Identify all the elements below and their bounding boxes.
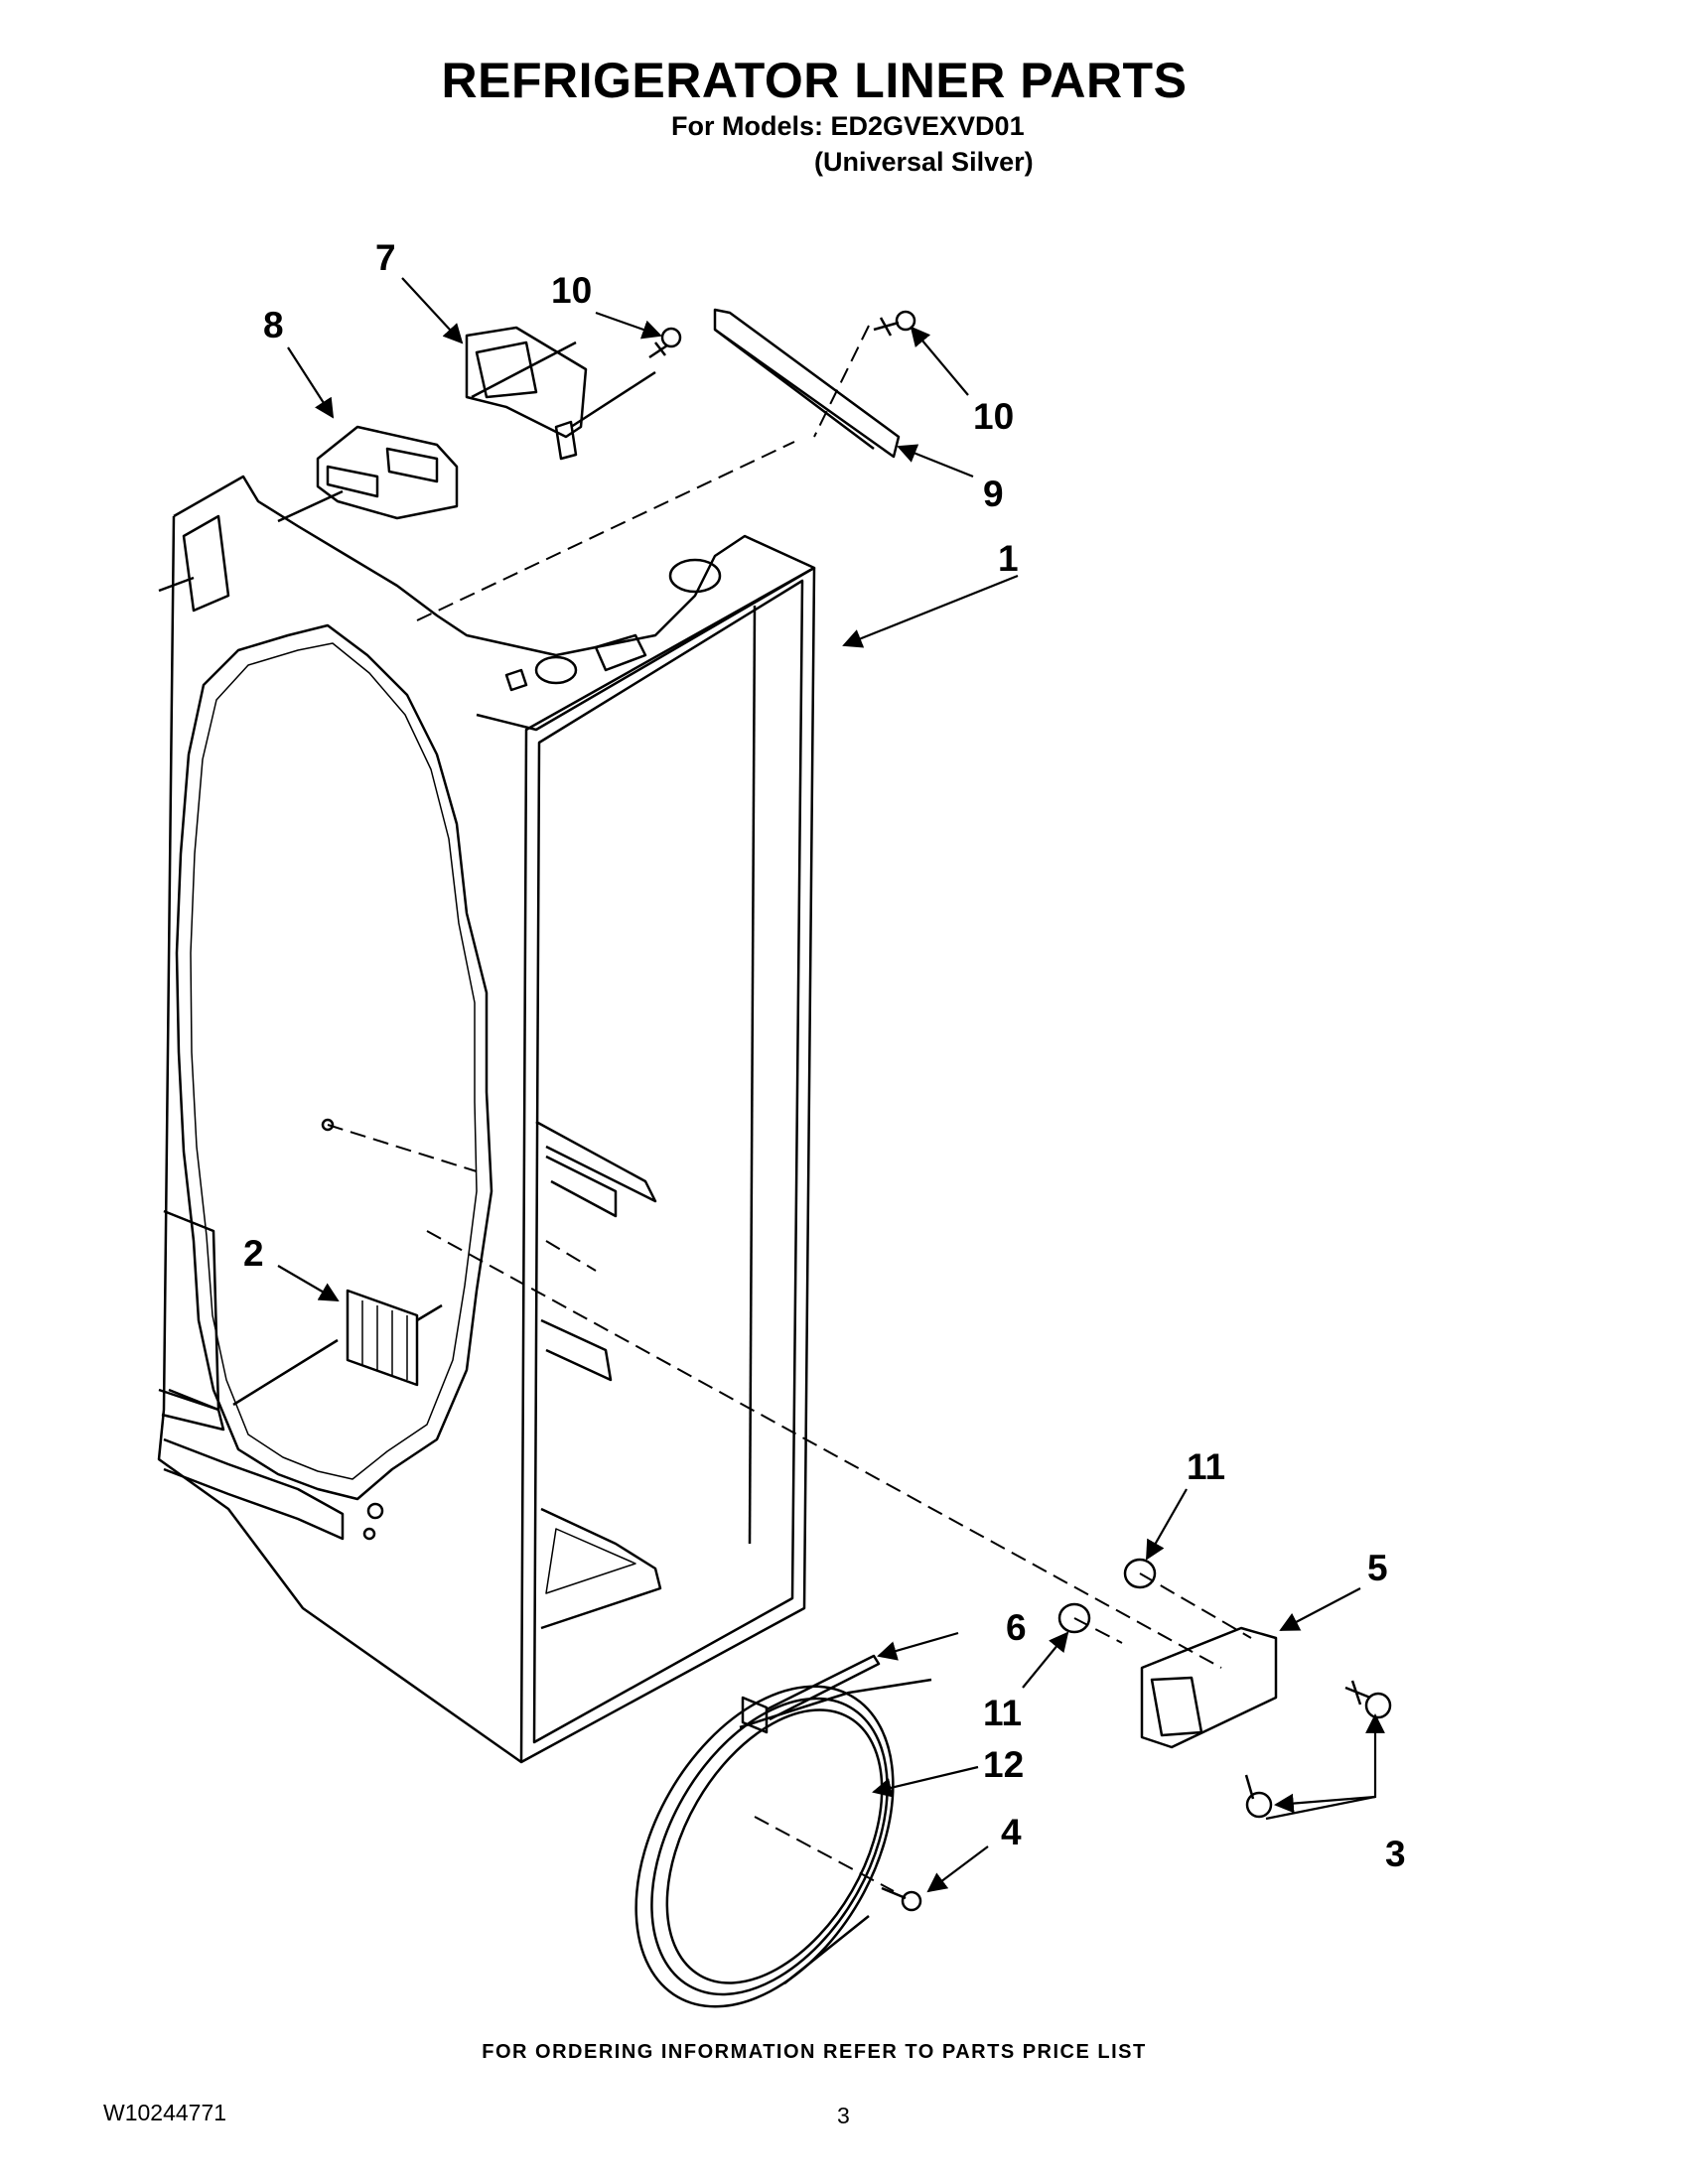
arrow-part-4 xyxy=(926,1845,989,1893)
part-9-rail xyxy=(713,308,901,459)
part-2-grille xyxy=(346,1289,419,1387)
part-5-housing xyxy=(1140,1626,1278,1749)
arrow-part-12 xyxy=(872,1765,979,1798)
arrow-part-9 xyxy=(897,444,974,478)
callout-3: 3 xyxy=(1385,1834,1406,1874)
arrow-part-5 xyxy=(1279,1587,1361,1631)
callout-10-right: 10 xyxy=(973,396,1014,437)
callout-11-upper: 11 xyxy=(1187,1446,1225,1487)
model-color-line: (Universal Silver) xyxy=(814,147,1034,177)
callout-12: 12 xyxy=(983,1744,1024,1785)
arrow-part-7 xyxy=(401,277,464,344)
part-10-screw-upper xyxy=(648,327,682,359)
page-number: 3 xyxy=(837,2103,850,2128)
callout-2: 2 xyxy=(243,1233,264,1274)
ordering-info: FOR ORDERING INFORMATION REFER TO PARTS … xyxy=(482,2041,1147,2063)
arrow-part-2 xyxy=(277,1265,340,1301)
arrow-part-10-right xyxy=(910,326,969,396)
part-12-tubing-coil xyxy=(634,1685,895,2008)
part-10-screw-right xyxy=(873,310,916,337)
arrow-part-11-upper xyxy=(1146,1488,1188,1561)
arrow-part-6 xyxy=(877,1631,959,1661)
arrow-part-8 xyxy=(287,346,335,419)
arrow-part-10-upper xyxy=(595,311,662,340)
models-line: For Models: ED2GVEXVD01 xyxy=(671,111,1025,141)
part-11-grommet-lower xyxy=(1057,1602,1091,1634)
refrigerator-liner xyxy=(157,475,816,1764)
alignment-lines xyxy=(327,325,1252,1892)
part-11-grommet-upper xyxy=(1123,1558,1157,1589)
part-4-screw xyxy=(881,1886,922,1912)
callout-1: 1 xyxy=(998,538,1019,579)
arrow-part-1 xyxy=(842,574,1019,648)
document-number: W10244771 xyxy=(103,2100,227,2125)
part-8-module xyxy=(316,425,459,520)
callout-9: 9 xyxy=(983,474,1004,514)
page-title: REFRIGERATOR LINER PARTS xyxy=(441,53,1188,108)
part-3-screws xyxy=(1244,1680,1392,1819)
part-6-cable-tie xyxy=(739,1654,932,1734)
arrow-part-3-b xyxy=(1274,1793,1376,1814)
callout-5: 5 xyxy=(1367,1548,1388,1588)
callout-6: 6 xyxy=(1006,1607,1027,1648)
arrow-part-11-lower xyxy=(1022,1631,1069,1689)
callout-11-lower: 11 xyxy=(983,1693,1022,1733)
callout-4: 4 xyxy=(1001,1812,1022,1852)
part-7-bracket xyxy=(465,326,588,461)
callout-10-upper: 10 xyxy=(551,270,592,311)
callout-8: 8 xyxy=(263,305,284,345)
callout-7: 7 xyxy=(375,237,396,278)
